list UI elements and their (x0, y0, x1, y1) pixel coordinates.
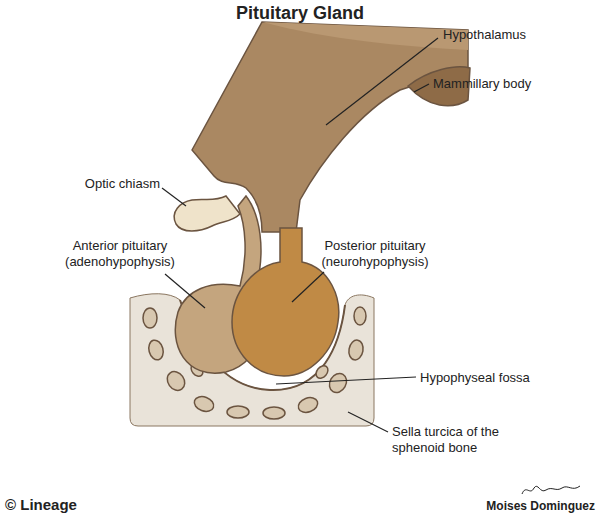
part-label: Optic chiasm (50, 176, 160, 192)
part-label: Hypophyseal fossa (420, 370, 530, 386)
artist-credit: Moises Dominguez (486, 499, 595, 514)
part-label: Mammillary body (433, 76, 531, 92)
posterior-pituitary (232, 228, 339, 376)
part-label: Sella turcica of the sphenoid bone (392, 424, 527, 456)
signature (522, 486, 580, 494)
hypothalamus (192, 22, 468, 232)
part-label: Posterior pituitary (neurohypophysis) (300, 238, 450, 270)
optic-chiasm (174, 196, 240, 231)
title: Pituitary Gland (236, 2, 364, 24)
part-label: Anterior pituitary (adenohypophysis) (45, 238, 195, 270)
hypothalamus-shade (262, 22, 468, 50)
leader-lines (162, 38, 438, 432)
part-label: Hypothalamus (443, 27, 526, 43)
copyright: © Lineage (5, 496, 77, 514)
